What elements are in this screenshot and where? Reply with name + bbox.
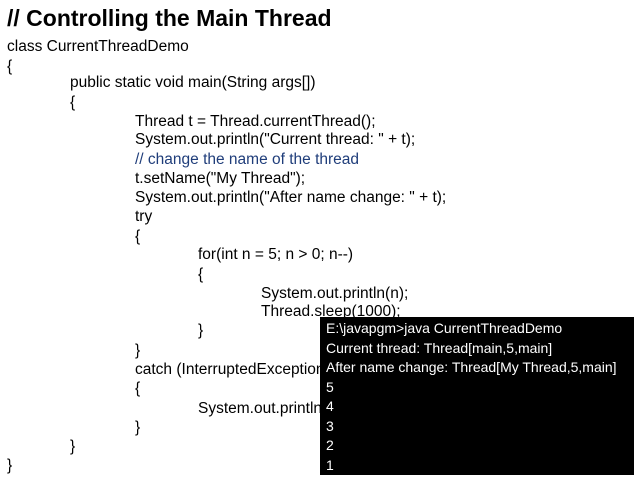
code-line: { (135, 380, 141, 397)
console-line: E:\javapgm>java CurrentThreadDemo (326, 320, 563, 336)
console-line: 4 (326, 398, 334, 414)
code-line: for(int n = 5; n > 0; n--) (198, 246, 354, 263)
code-line: try (135, 208, 153, 225)
code-line: Thread t = Thread.currentThread(); (135, 113, 376, 130)
slide-title: // Controlling the Main Thread (7, 5, 332, 31)
console-line: 3 (326, 417, 334, 434)
code-line: } (70, 438, 76, 455)
code-line: { (7, 58, 13, 75)
console-output-panel: E:\javapgm>java CurrentThreadDemo Curren… (320, 317, 634, 475)
code-line: } (198, 322, 204, 339)
code-line: class CurrentThreadDemo (7, 38, 189, 55)
code-line: } (135, 419, 141, 436)
code-line: } (135, 342, 141, 359)
code-line: System.out.println("Current thread: " + … (135, 131, 416, 148)
code-line: t.setName("My Thread"); (135, 170, 306, 187)
console-line: Current thread: Thread[main,5,main] (326, 339, 553, 356)
code-line: catch (InterruptedException e) (135, 361, 343, 378)
code-line: System.out.println("After name change: "… (135, 189, 447, 206)
console-line: 5 (326, 378, 334, 395)
code-line: public static void main(String args[]) (70, 74, 316, 91)
console-line: After name change: Thread[My Thread,5,ma… (326, 359, 617, 375)
code-comment: // change the name of the thread (135, 151, 360, 168)
code-line: } (7, 457, 13, 474)
code-line: System.out.println(n); (261, 285, 409, 302)
console-line: 2 (326, 437, 334, 453)
code-line: { (198, 266, 204, 283)
code-line: Thread.sleep(1000); (261, 303, 401, 320)
code-line: { (135, 228, 141, 245)
code-line: { (70, 94, 76, 111)
console-line: 1 (326, 456, 334, 473)
